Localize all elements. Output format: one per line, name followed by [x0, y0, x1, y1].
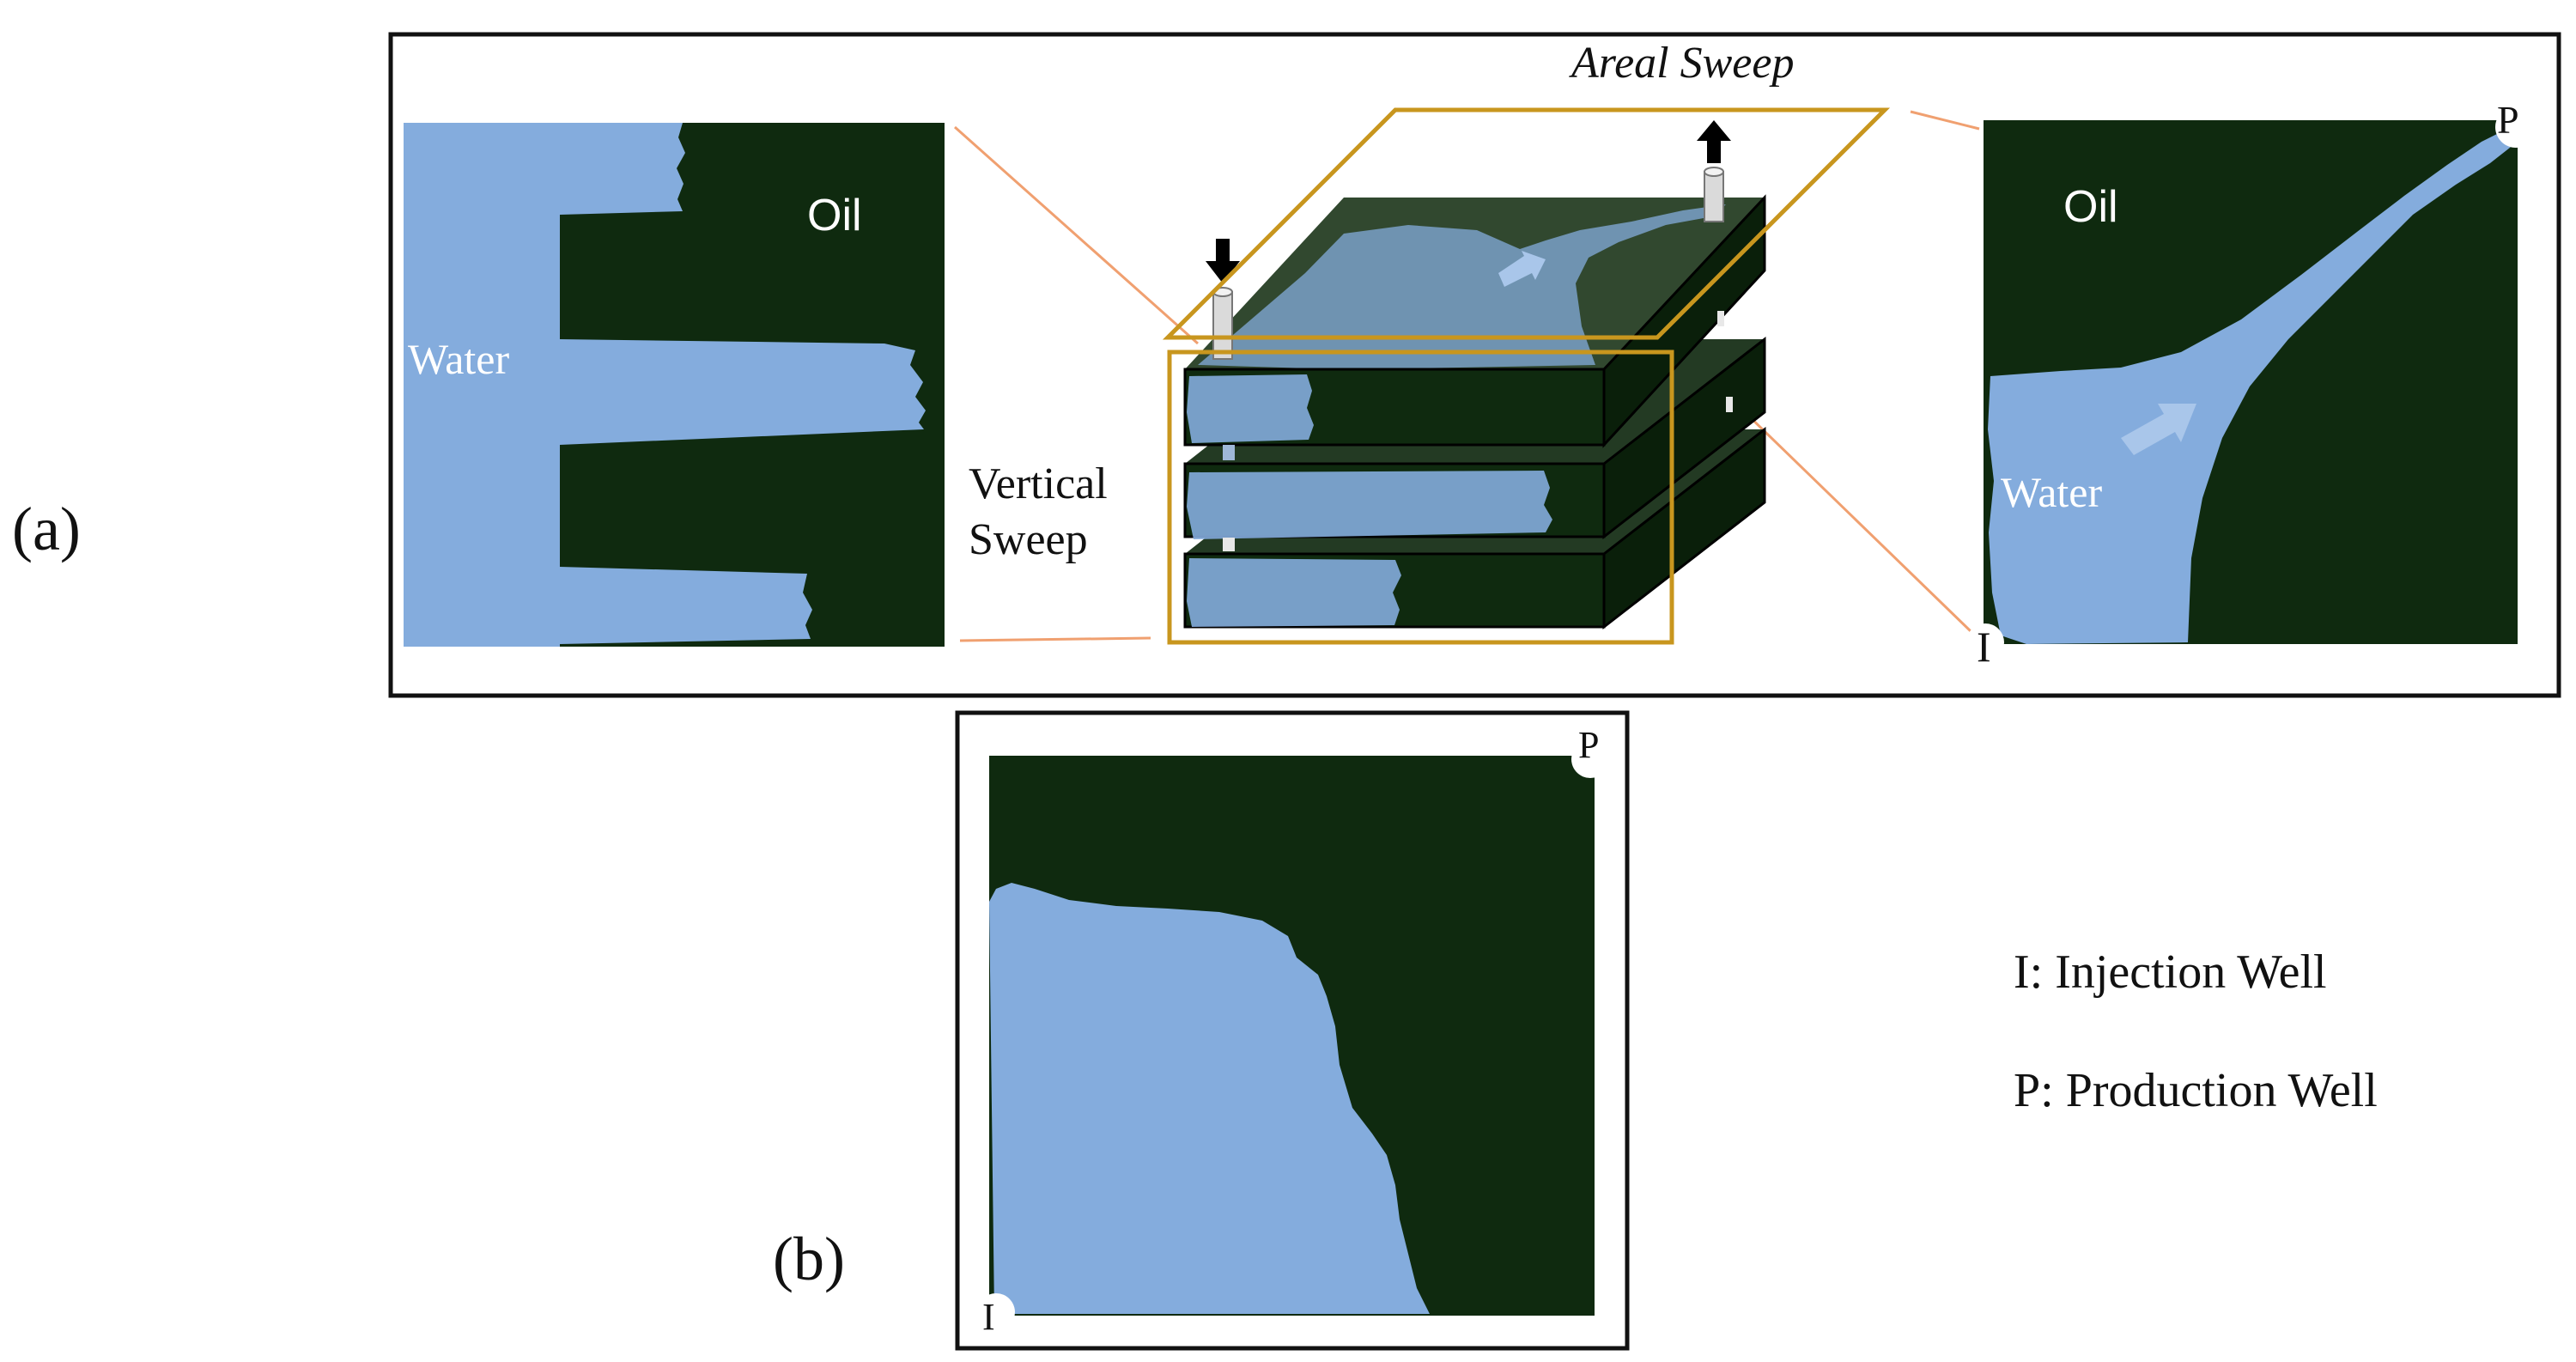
connector-lines	[954, 110, 1980, 642]
legend-production: P: Production Well	[2014, 1064, 2378, 1117]
down-arrow-icon	[1206, 239, 1240, 283]
areal-sweep-view: Oil Water P I	[1966, 98, 2537, 671]
surface-flow-arrow	[1498, 251, 1546, 287]
middle-layer-water	[1187, 471, 1552, 539]
areal-sweep-title: Areal Sweep	[1569, 39, 1794, 88]
left-water-label: Water	[408, 335, 509, 383]
left-oil-label: Oil	[807, 191, 862, 240]
injection-well-marker	[1966, 623, 2004, 661]
top-layer-areal-water	[1198, 204, 1726, 369]
production-marker-label: P	[2497, 98, 2519, 142]
injection-marker-label: I	[982, 1296, 995, 1338]
vertical-sweep-label-line2: Sweep	[969, 515, 1088, 564]
legend-injection: I: Injection Well	[2014, 945, 2327, 999]
vertical-sweep-view: Oil Water	[404, 123, 945, 647]
injection-well-marker	[977, 1293, 1015, 1331]
production-well-marker	[2495, 106, 2537, 148]
panel-a-frame	[388, 32, 2561, 698]
reservoir-block	[1183, 120, 1766, 630]
panel-b-frame	[955, 710, 1630, 1351]
vertical-sweep-label-line1: Vertical	[969, 459, 1108, 508]
uniform-sweep-view: P I	[977, 724, 1609, 1338]
production-well-marker	[1571, 740, 1609, 778]
right-water-label: Water	[2001, 468, 2102, 516]
bottom-layer-water	[1187, 558, 1401, 627]
production-well-icon	[1697, 120, 1731, 222]
injection-marker-label: I	[1977, 623, 1991, 671]
production-marker-label: P	[1578, 724, 1599, 766]
water-channel	[1988, 129, 2514, 644]
flow-arrow-icon	[2121, 404, 2196, 455]
up-arrow-icon	[1697, 120, 1731, 163]
vertical-sweep-outline	[1167, 350, 1674, 645]
right-oil-label: Oil	[2063, 182, 2118, 232]
areal-sweep-outline	[1162, 107, 1891, 340]
panel-a-label: (a)	[12, 495, 81, 563]
panel-b-label: (b)	[773, 1225, 845, 1293]
water-region	[989, 883, 1430, 1314]
water-region	[404, 123, 926, 647]
top-layer-water	[1187, 374, 1314, 443]
